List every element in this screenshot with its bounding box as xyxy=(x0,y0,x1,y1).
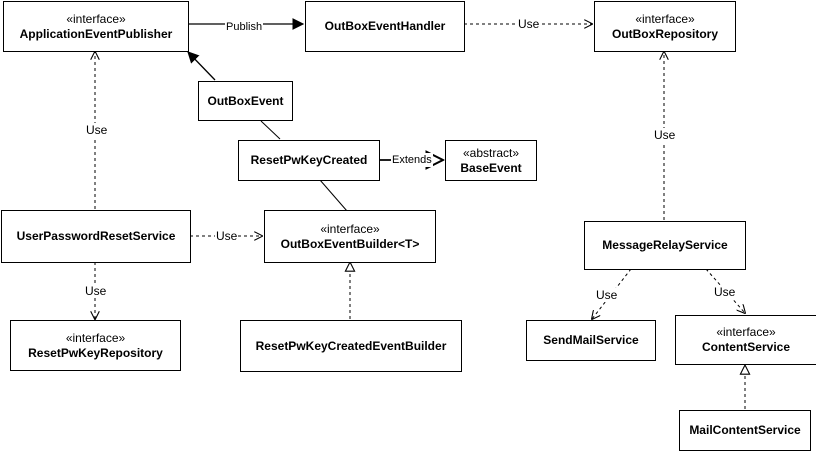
edge-label-reset-service-use-repository: Use xyxy=(84,284,108,298)
edge-outbox-event-to-publisher xyxy=(187,51,216,81)
class-name: MessageRelayService xyxy=(602,238,728,252)
node-reset-pw-key-created-event-builder[interactable]: ResetPwKeyCreatedEventBuilder xyxy=(240,320,462,372)
stereotype-label: «interface» xyxy=(66,11,126,26)
stereotype-label: «abstract» xyxy=(462,145,520,160)
edge-relay-use-content xyxy=(705,268,745,313)
class-name: ContentService xyxy=(701,340,791,354)
class-name: OutBoxEventHandler xyxy=(324,19,446,33)
node-outbox-event-builder[interactable]: «interface» OutBoxEventBuilder<T> xyxy=(264,210,436,263)
node-outbox-repository[interactable]: «interface» OutBoxRepository xyxy=(594,1,736,52)
stereotype-label: «interface» xyxy=(716,325,776,339)
edge-label-relay-use-content: Use xyxy=(713,285,737,299)
class-name: OutBoxRepository xyxy=(611,26,718,41)
node-user-password-reset-service[interactable]: UserPasswordResetService xyxy=(1,210,191,263)
class-name: ApplicationEventPublisher xyxy=(19,26,173,41)
node-send-mail-service[interactable]: SendMailService xyxy=(526,320,656,361)
class-name: OutBoxEvent xyxy=(207,93,284,108)
edge-created-to-outbox-event xyxy=(260,120,281,140)
edge-label-handler-use-repository: Use xyxy=(517,17,541,31)
stereotype-label: «interface» xyxy=(65,330,126,345)
edge-label-relay-use-mail: Use xyxy=(595,288,619,302)
node-content-service[interactable]: «interface» ContentService xyxy=(675,315,816,365)
node-message-relay-service[interactable]: MessageRelayService xyxy=(584,221,746,270)
edge-label-publish: Publish xyxy=(225,20,264,34)
class-name: BaseEvent xyxy=(460,160,522,175)
edge-label-relay-use-repository: Use xyxy=(653,128,677,142)
edge-label-extends: Extends xyxy=(391,153,433,167)
edge-label-reset-service-use-publisher: Use xyxy=(85,123,109,137)
node-reset-pw-key-created[interactable]: ResetPwKeyCreated xyxy=(238,140,380,181)
class-name: MailContentService xyxy=(689,423,801,437)
node-application-event-publisher[interactable]: «interface» ApplicationEventPublisher xyxy=(3,1,189,52)
stereotype-label: «interface» xyxy=(320,221,380,236)
class-name: ResetPwKeyCreatedEventBuilder xyxy=(255,338,447,353)
node-mail-content-service[interactable]: MailContentService xyxy=(679,410,811,451)
class-name: ResetPwKeyRepository xyxy=(28,345,163,360)
node-outbox-event-handler[interactable]: OutBoxEventHandler xyxy=(305,1,465,52)
node-outbox-event[interactable]: OutBoxEvent xyxy=(198,81,293,121)
node-base-event[interactable]: «abstract» BaseEvent xyxy=(445,140,537,181)
edge-created-to-builder xyxy=(319,179,348,212)
class-name: OutBoxEventBuilder<T> xyxy=(280,236,420,251)
stereotype-label: «interface» xyxy=(635,11,695,26)
class-name: SendMailService xyxy=(543,333,639,347)
edge-label-reset-service-use-builder: Use xyxy=(215,229,239,243)
node-reset-pw-key-repository[interactable]: «interface» ResetPwKeyRepository xyxy=(10,320,181,371)
class-name: UserPasswordResetService xyxy=(16,229,176,243)
class-name: ResetPwKeyCreated xyxy=(250,153,368,167)
